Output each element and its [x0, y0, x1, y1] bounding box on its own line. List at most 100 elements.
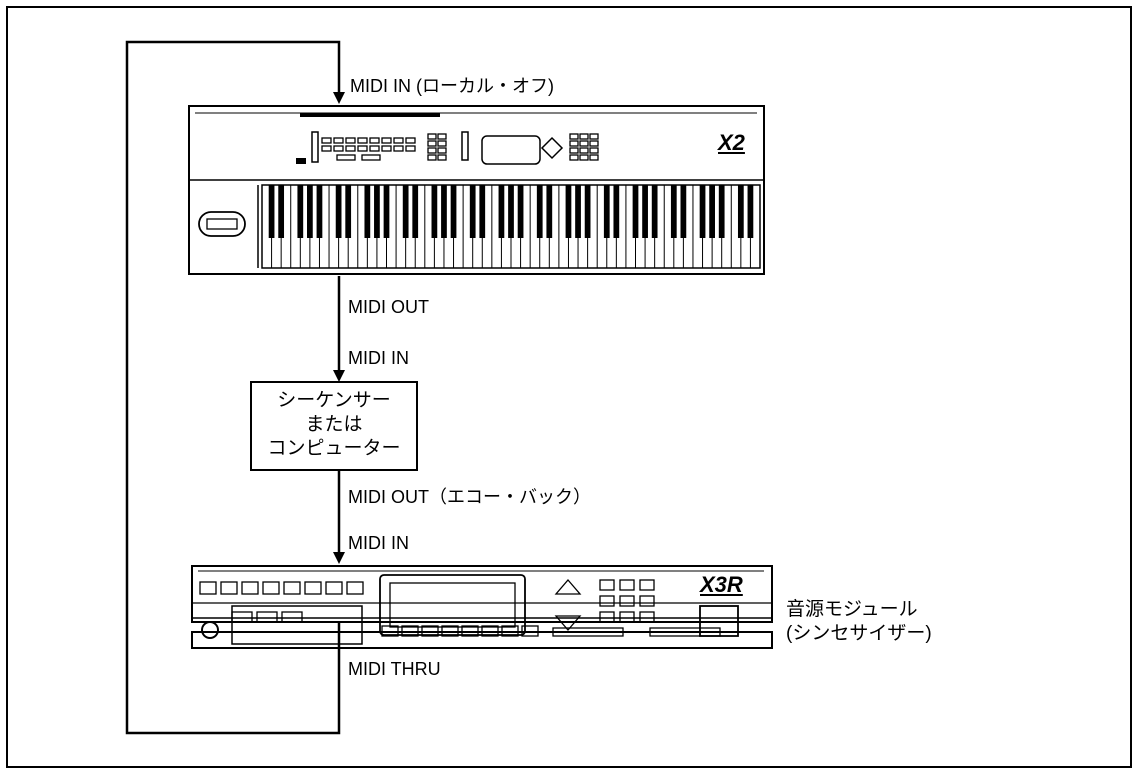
black-key: [747, 185, 754, 238]
module-button: [619, 579, 635, 591]
module-button: [283, 581, 301, 595]
thru-loop-cable: [125, 40, 341, 735]
top-midi-in-arrow: [333, 92, 345, 104]
panel-button: [345, 145, 356, 152]
panel-button: [345, 137, 356, 144]
label-sequencer-midi-in: MIDI IN: [348, 348, 409, 368]
black-key: [670, 185, 677, 238]
panel-button: [437, 140, 447, 147]
black-key: [680, 185, 687, 238]
black-key: [479, 185, 486, 238]
black-key: [402, 185, 409, 238]
keyboard-x2-synth: [188, 105, 765, 275]
sequencer-line-3: コンピューター: [267, 438, 401, 459]
label-keyboard-midi-out: MIDI OUT: [348, 297, 429, 317]
black-key: [383, 185, 390, 238]
black-key: [699, 185, 706, 238]
panel-button: [321, 137, 332, 144]
panel-button: [381, 137, 392, 144]
panel-button: [569, 154, 579, 161]
panel-button: [361, 154, 381, 161]
panel-button: [321, 145, 332, 152]
module-button: [619, 611, 635, 623]
black-key: [498, 185, 505, 238]
module-button: [599, 611, 615, 623]
black-key: [412, 185, 419, 238]
panel-button: [357, 145, 368, 152]
panel-button: [589, 133, 599, 140]
module-button: [639, 611, 655, 623]
label-top-midi-in: MIDI IN (ローカル・オフ): [350, 76, 554, 96]
black-key: [546, 185, 553, 238]
panel-button: [405, 137, 416, 144]
black-key: [364, 185, 371, 238]
module-logo: X3R: [700, 572, 743, 597]
panel-button: [579, 140, 589, 147]
black-key: [278, 185, 285, 238]
black-key: [450, 185, 457, 238]
module-button: [346, 581, 364, 595]
tone-module-caption: 音源モジュール (シンセサイザー): [786, 598, 932, 646]
black-key: [565, 185, 572, 238]
black-key: [642, 185, 648, 238]
panel-button: [369, 137, 380, 144]
panel-button: [393, 145, 404, 152]
black-key: [575, 185, 581, 238]
black-key: [345, 185, 352, 238]
sequencer-box-text: シーケンサー または コンピューター: [253, 389, 415, 461]
black-key: [469, 185, 476, 238]
panel-button: [579, 133, 589, 140]
black-key: [536, 185, 543, 238]
black-key: [517, 185, 524, 238]
panel-button: [569, 147, 579, 154]
panel-button: [333, 137, 344, 144]
black-key: [307, 185, 313, 238]
panel-button: [437, 147, 447, 154]
black-key: [431, 185, 438, 238]
panel-button: [569, 133, 579, 140]
panel-button: [333, 145, 344, 152]
panel-button: [427, 133, 437, 140]
panel-button: [393, 137, 404, 144]
black-key: [374, 185, 380, 238]
black-key: [316, 185, 323, 238]
black-key: [709, 185, 715, 238]
outer-border: [6, 6, 1132, 768]
module-button: [599, 595, 615, 607]
black-key: [737, 185, 744, 238]
label-module-midi-in: MIDI IN: [348, 533, 409, 553]
panel-button: [427, 140, 437, 147]
tone-module-line-1: 音源モジュール: [786, 599, 918, 620]
module-button: [241, 581, 259, 595]
sequencer-line-2: または: [305, 414, 363, 435]
keyboard-logo: X2: [718, 130, 745, 155]
module-button: [639, 579, 655, 591]
sequencer-line-1: シーケンサー: [277, 390, 391, 411]
black-key: [613, 185, 620, 238]
module-midi-in-arrow: [333, 552, 345, 564]
module-button: [304, 581, 322, 595]
module-button: [231, 611, 253, 623]
black-key: [718, 185, 725, 238]
panel-button: [437, 154, 447, 161]
panel-button: [589, 147, 599, 154]
panel-button: [381, 145, 392, 152]
label-sequencer-midi-out: MIDI OUT（エコー・バック）: [348, 487, 591, 507]
black-key: [268, 185, 275, 238]
module-button: [639, 595, 655, 607]
panel-button: [369, 145, 380, 152]
black-key: [297, 185, 304, 238]
module-button: [599, 579, 615, 591]
module-button: [199, 581, 217, 595]
panel-button: [427, 154, 437, 161]
panel-button: [569, 140, 579, 147]
black-key: [508, 185, 514, 238]
panel-button: [336, 154, 356, 161]
black-key: [584, 185, 591, 238]
module-button: [619, 595, 635, 607]
tone-module-line-2: (シンセサイザー): [786, 623, 932, 644]
black-key: [632, 185, 639, 238]
panel-button: [437, 133, 447, 140]
